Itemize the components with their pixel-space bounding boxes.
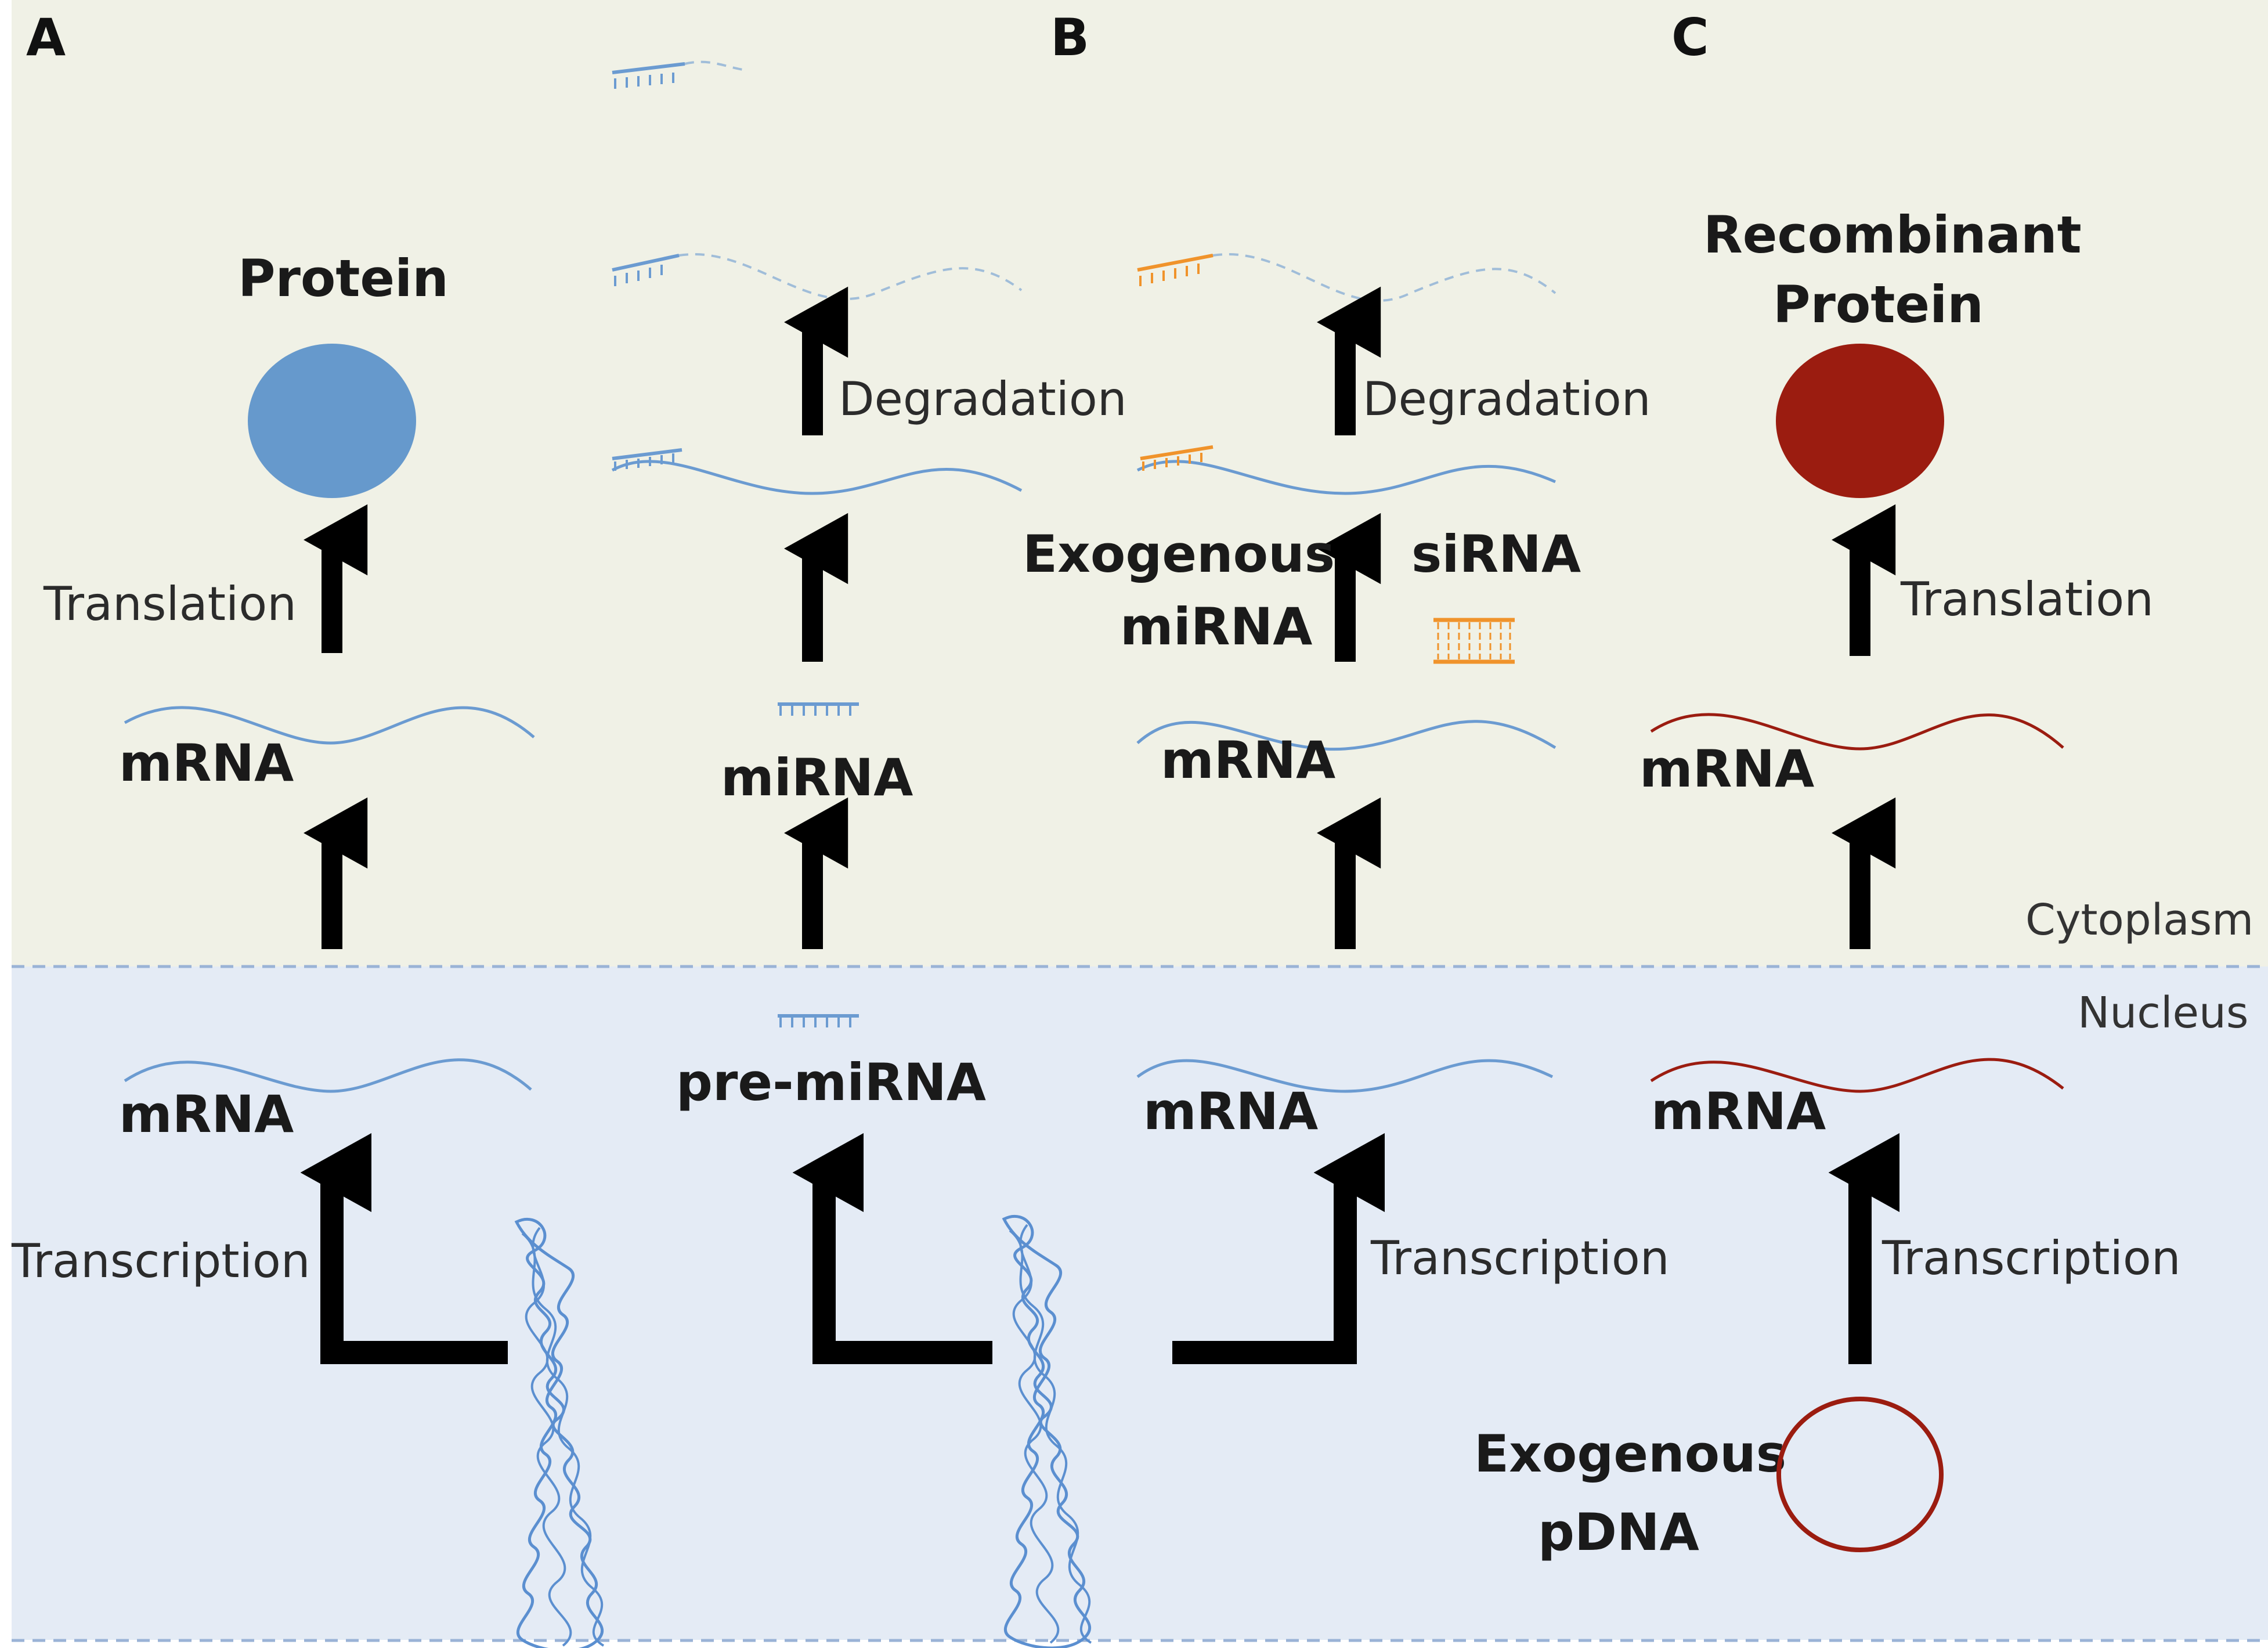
mrna-strand-nuc-c (1650, 1058, 2064, 1093)
mrna-label-cyto-a: mRNA (119, 733, 294, 793)
cytoplasm-label: Cytoplasm (2025, 895, 2253, 945)
nucleus-region (12, 967, 2268, 1640)
transcription-label-a: Transcription (11, 1234, 310, 1288)
exogenous-mirna-label-line2: miRNA (1120, 597, 1312, 657)
mrna-label-nuc-a: mRNA (119, 1084, 294, 1144)
transcription-label-b: Transcription (1370, 1231, 1670, 1285)
panel-label-c: C (1671, 8, 1709, 67)
panel-label-a: A (26, 8, 66, 67)
exogenous-pdna-label-line2: pDNA (1538, 1502, 1699, 1562)
mrna-label-nuc-b: mRNA (1143, 1081, 1318, 1141)
exogenous-mirna-label-line1: Exogenous (1023, 524, 1335, 584)
degradation-label-right: Degradation (1363, 372, 1651, 426)
pre-mirna-label: pre-miRNA (676, 1052, 986, 1112)
recombinant-protein-label-line2: Protein (1773, 275, 1984, 334)
mrna-label-cyto-c: mRNA (1639, 739, 1814, 799)
translation-label-c: Translation (1900, 572, 2154, 626)
pre-mirna-strand (778, 1014, 859, 1027)
degraded-fragment-top (612, 60, 743, 89)
transcription-arrow-a (300, 1133, 508, 1364)
mrna-strand-nuc-a (124, 1058, 532, 1093)
recombinant-protein-label-line1: Recombinant (1703, 205, 2082, 265)
mirna-strand (778, 702, 859, 716)
degraded-mrna-right (1137, 253, 1556, 302)
degradation-label-left: Degradation (839, 372, 1127, 426)
protein-label: Protein (238, 248, 449, 308)
sirna-label: siRNA (1411, 524, 1581, 584)
transcription-label-c: Transcription (1881, 1231, 2181, 1285)
sirna-bound-mrna (1136, 445, 1556, 495)
mrna-strand-cyto-a (124, 706, 535, 745)
panel-label-b: B (1050, 8, 1089, 67)
exogenous-pdna-label-line1: Exogenous (1474, 1424, 1786, 1484)
degraded-mrna-left (612, 253, 1023, 301)
transcription-arrow-b-left (792, 1133, 992, 1364)
mirna-bound-mrna-left (611, 448, 1023, 495)
transcription-arrow-b-right (1172, 1133, 1385, 1364)
translation-label-a: Translation (43, 577, 297, 631)
recombinant-protein-circle (1776, 344, 1944, 498)
sirna-duplex (1433, 618, 1515, 664)
plasmid-circle (1776, 1397, 1944, 1552)
mrna-label-nuc-c: mRNA (1651, 1081, 1826, 1141)
protein-circle (248, 344, 416, 498)
mrna-strand-cyto-b (1136, 720, 1556, 751)
mrna-strand-cyto-c (1650, 713, 2064, 751)
mrna-label-cyto-b: mRNA (1161, 730, 1335, 790)
mirna-label: miRNA (721, 748, 913, 807)
mrna-strand-nuc-b (1136, 1059, 1554, 1093)
nucleus-label: Nucleus (2078, 988, 2248, 1038)
